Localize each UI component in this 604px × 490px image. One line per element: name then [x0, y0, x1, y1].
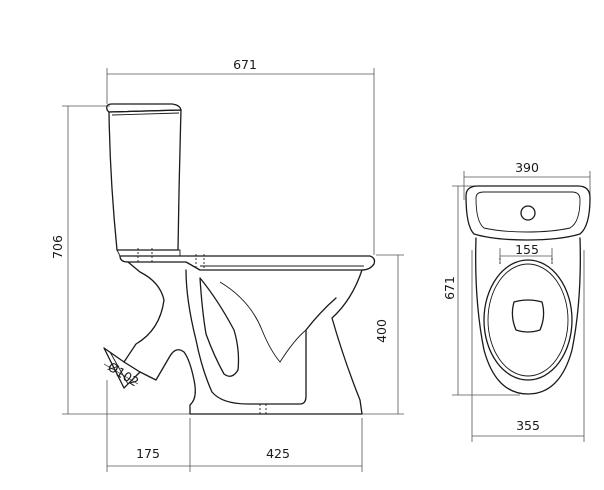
dim-bowl-height: 400 [374, 319, 389, 343]
bowl-rim [119, 255, 376, 271]
top-view-dimensions: 390 671 155 355 [442, 160, 591, 442]
tank-base [116, 249, 181, 257]
dim-line-outlet-diameter [103, 363, 139, 385]
tank-lid [106, 103, 182, 113]
dim-overall-length: 671 [233, 57, 257, 72]
seat-inner [487, 263, 569, 377]
trap-outer [185, 269, 337, 405]
dim-outlet-diameter: Ø102 [105, 359, 142, 390]
side-view-toilet [103, 103, 376, 415]
bowl-body [123, 261, 363, 415]
trap-inner [199, 277, 240, 377]
outlet-pipe [103, 347, 141, 389]
trap-waterway [219, 281, 307, 363]
tank-lid-edge [111, 112, 180, 116]
dim-plan-length: 671 [442, 276, 457, 300]
water-spot [511, 299, 545, 333]
dim-seat-fixing: 155 [515, 242, 539, 257]
tank-top-outline [465, 185, 591, 241]
top-view-toilet [465, 185, 591, 395]
side-view-dimensions: 671 706 400 175 425 Ø102 [50, 57, 404, 472]
dim-overall-height: 706 [50, 235, 65, 259]
dim-outlet-offset: 175 [136, 446, 160, 461]
dim-tank-width: 390 [515, 160, 539, 175]
tank-body [108, 109, 182, 251]
tank-top-inner [475, 191, 581, 233]
bowl-top-outline [475, 237, 581, 395]
flush-button-icon [520, 205, 536, 221]
dim-base-width: 355 [516, 418, 540, 433]
seat-outer [483, 259, 573, 381]
dim-base-length: 425 [266, 446, 290, 461]
outlet-pipe-inner [109, 351, 129, 385]
